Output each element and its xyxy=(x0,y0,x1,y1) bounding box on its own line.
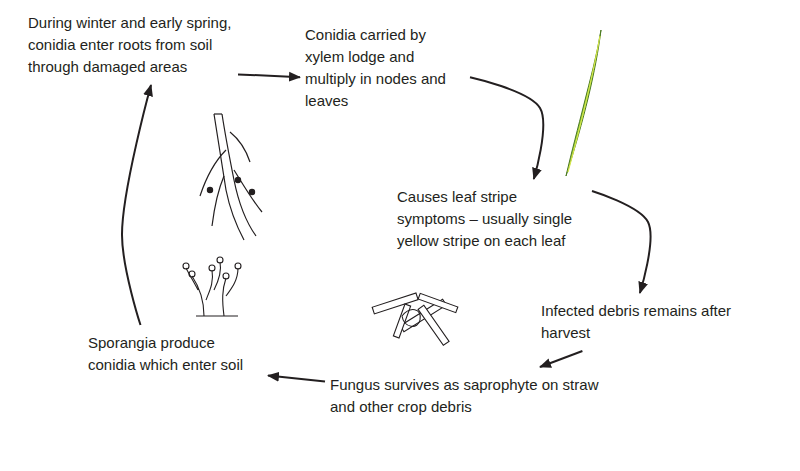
cycle-arrow xyxy=(122,85,151,325)
sporangia-illustration xyxy=(183,257,241,316)
stage-text-block: Fungus survives as saprophyte on straw a… xyxy=(330,372,610,420)
cycle-arrow xyxy=(238,74,300,77)
stage-description: Infected debris remains after harvest xyxy=(541,300,771,344)
roots-illustration xyxy=(200,114,262,240)
stage-text-block: Conidia carried by xylem lodge and multi… xyxy=(305,22,465,114)
stage-text-block: Infected debris remains after harvest xyxy=(541,298,771,346)
stage-text-block: Causes leaf stripe symptoms – usually si… xyxy=(397,184,587,254)
stage-description: Causes leaf stripe symptoms – usually si… xyxy=(397,186,587,252)
stage-description: Conidia carried by xylem lodge and multi… xyxy=(305,24,465,112)
cycle-arrow xyxy=(592,191,651,293)
stage-description: Fungus survives as saprophyte on straw a… xyxy=(330,374,610,418)
stage-description: During winter and early spring, conidia … xyxy=(28,12,233,78)
infected-leaf xyxy=(566,30,601,176)
stage-text-block: During winter and early spring, conidia … xyxy=(28,10,233,80)
cycle-arrow xyxy=(470,77,543,179)
crop-debris xyxy=(372,293,458,345)
stage-description: Sporangia produce conidia which enter so… xyxy=(88,332,263,376)
stage-text-block: Sporangia produce conidia which enter so… xyxy=(88,330,263,378)
cycle-arrow xyxy=(540,351,582,367)
cycle-arrow xyxy=(268,376,325,382)
